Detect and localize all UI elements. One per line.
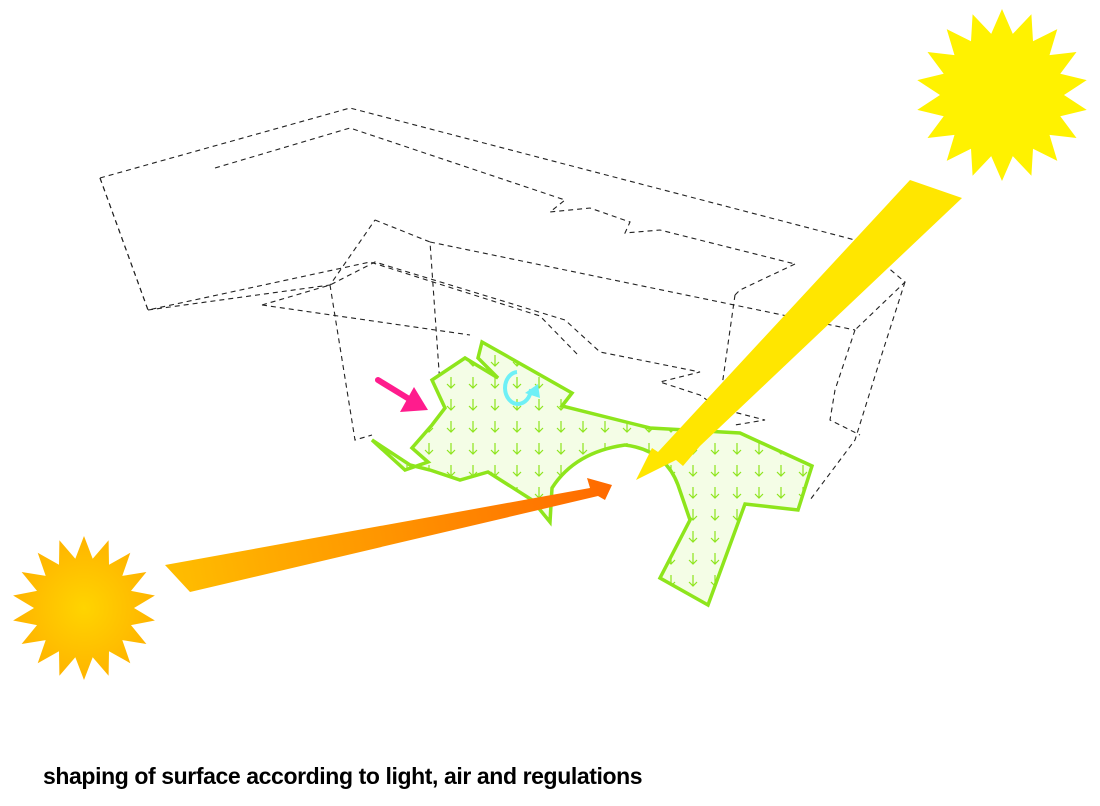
left-vertical: [99, 177, 149, 311]
rotate-arrow-icon: [503, 370, 533, 406]
light-beam-left: [165, 478, 612, 592]
arrow-icon: [165, 478, 612, 592]
light-beam-right: [636, 180, 962, 480]
sun-left: [13, 536, 155, 680]
far-right-wall: [809, 281, 906, 501]
air-arrow: [375, 377, 428, 412]
arrow-icon: [400, 387, 428, 412]
roof-inner-outline: [214, 127, 796, 265]
roof-outline: [99, 107, 906, 331]
inner-floor: [261, 261, 766, 426]
front-edge: [99, 177, 579, 356]
building-wireframe: [99, 107, 906, 501]
sun-icon: [917, 9, 1087, 181]
middle-top: [374, 219, 441, 386]
sun-icon: [13, 536, 155, 680]
arrow-icon: [636, 180, 962, 480]
front-vertical: [329, 284, 373, 441]
diagram-caption: shaping of surface according to light, a…: [43, 763, 643, 789]
rotation-symbol: [503, 370, 540, 406]
sun-right: [917, 9, 1087, 181]
middle-top-line: [147, 219, 376, 311]
mid-ridge: [429, 241, 856, 331]
right-bottom: [829, 329, 861, 436]
inner-floor-2: [261, 304, 471, 336]
right-wall: [734, 263, 796, 296]
